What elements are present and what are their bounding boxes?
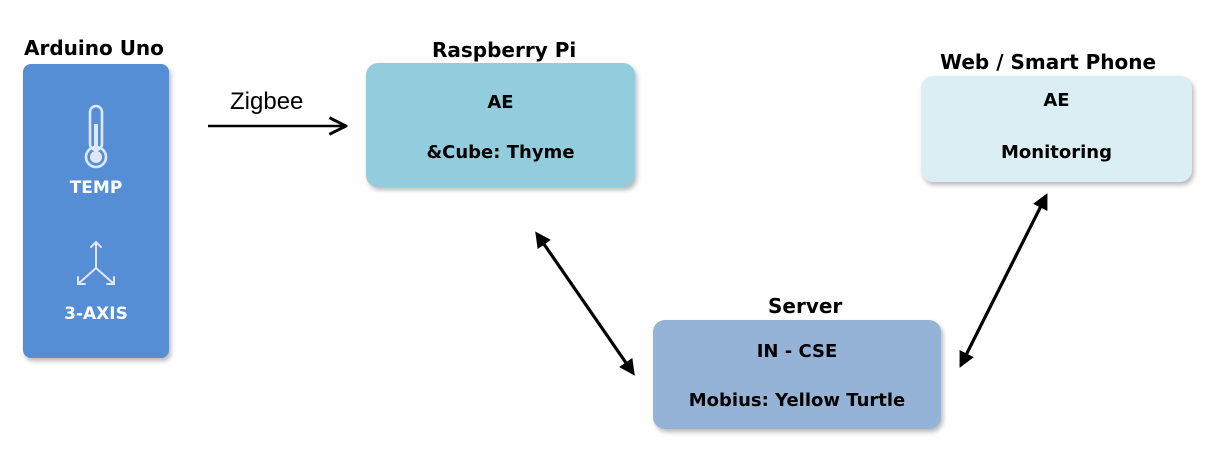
temp-label: TEMP	[69, 178, 123, 198]
web-title: Web / Smart Phone	[940, 50, 1157, 74]
three-axis-icon	[77, 240, 115, 285]
server-line-mobius: Mobius: Yellow Turtle	[688, 390, 906, 411]
raspberry-box: AE &Cube: Thyme	[366, 63, 635, 187]
raspberry-line-ae: AE	[487, 92, 514, 113]
server-line-incse: IN - CSE	[756, 341, 838, 362]
web-box: AE Monitoring	[921, 76, 1192, 182]
zigbee-label: Zigbee	[230, 88, 304, 115]
three-axis-label: 3-AXIS	[64, 304, 128, 324]
arduino-title: Arduino Uno	[24, 36, 164, 60]
raspberry-line-cube: &Cube: Thyme	[426, 142, 575, 163]
raspberry-title: Raspberry Pi	[432, 38, 577, 62]
server-box: IN - CSE Mobius: Yellow Turtle	[653, 320, 941, 429]
raspberry-server-arrow	[535, 231, 635, 376]
thermometer-icon	[84, 104, 108, 169]
web-line-monitoring: Monitoring	[1001, 142, 1112, 163]
web-line-ae: AE	[1043, 90, 1070, 111]
server-web-arrow	[959, 193, 1048, 368]
arduino-box: TEMP 3-AXIS	[23, 64, 169, 358]
server-title: Server	[768, 294, 843, 318]
